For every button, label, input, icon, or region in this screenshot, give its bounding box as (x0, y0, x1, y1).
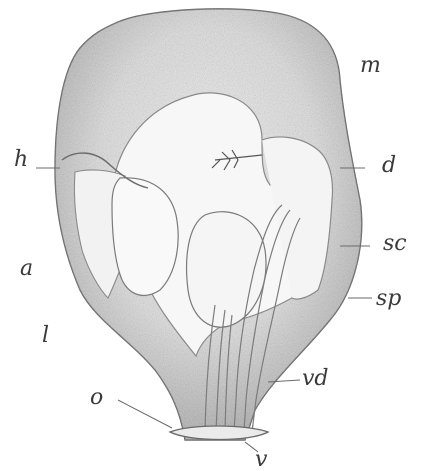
label-sp: sp (376, 286, 401, 311)
label-vd: vd (302, 366, 329, 391)
label-sc: sc (383, 231, 407, 256)
label-a: a (20, 256, 33, 281)
label-o: o (90, 385, 103, 410)
label-m: m (360, 53, 381, 78)
label-l: l (42, 323, 49, 348)
label-d: d (382, 153, 396, 178)
label-v: v (255, 447, 268, 471)
label-h: h (14, 147, 28, 172)
